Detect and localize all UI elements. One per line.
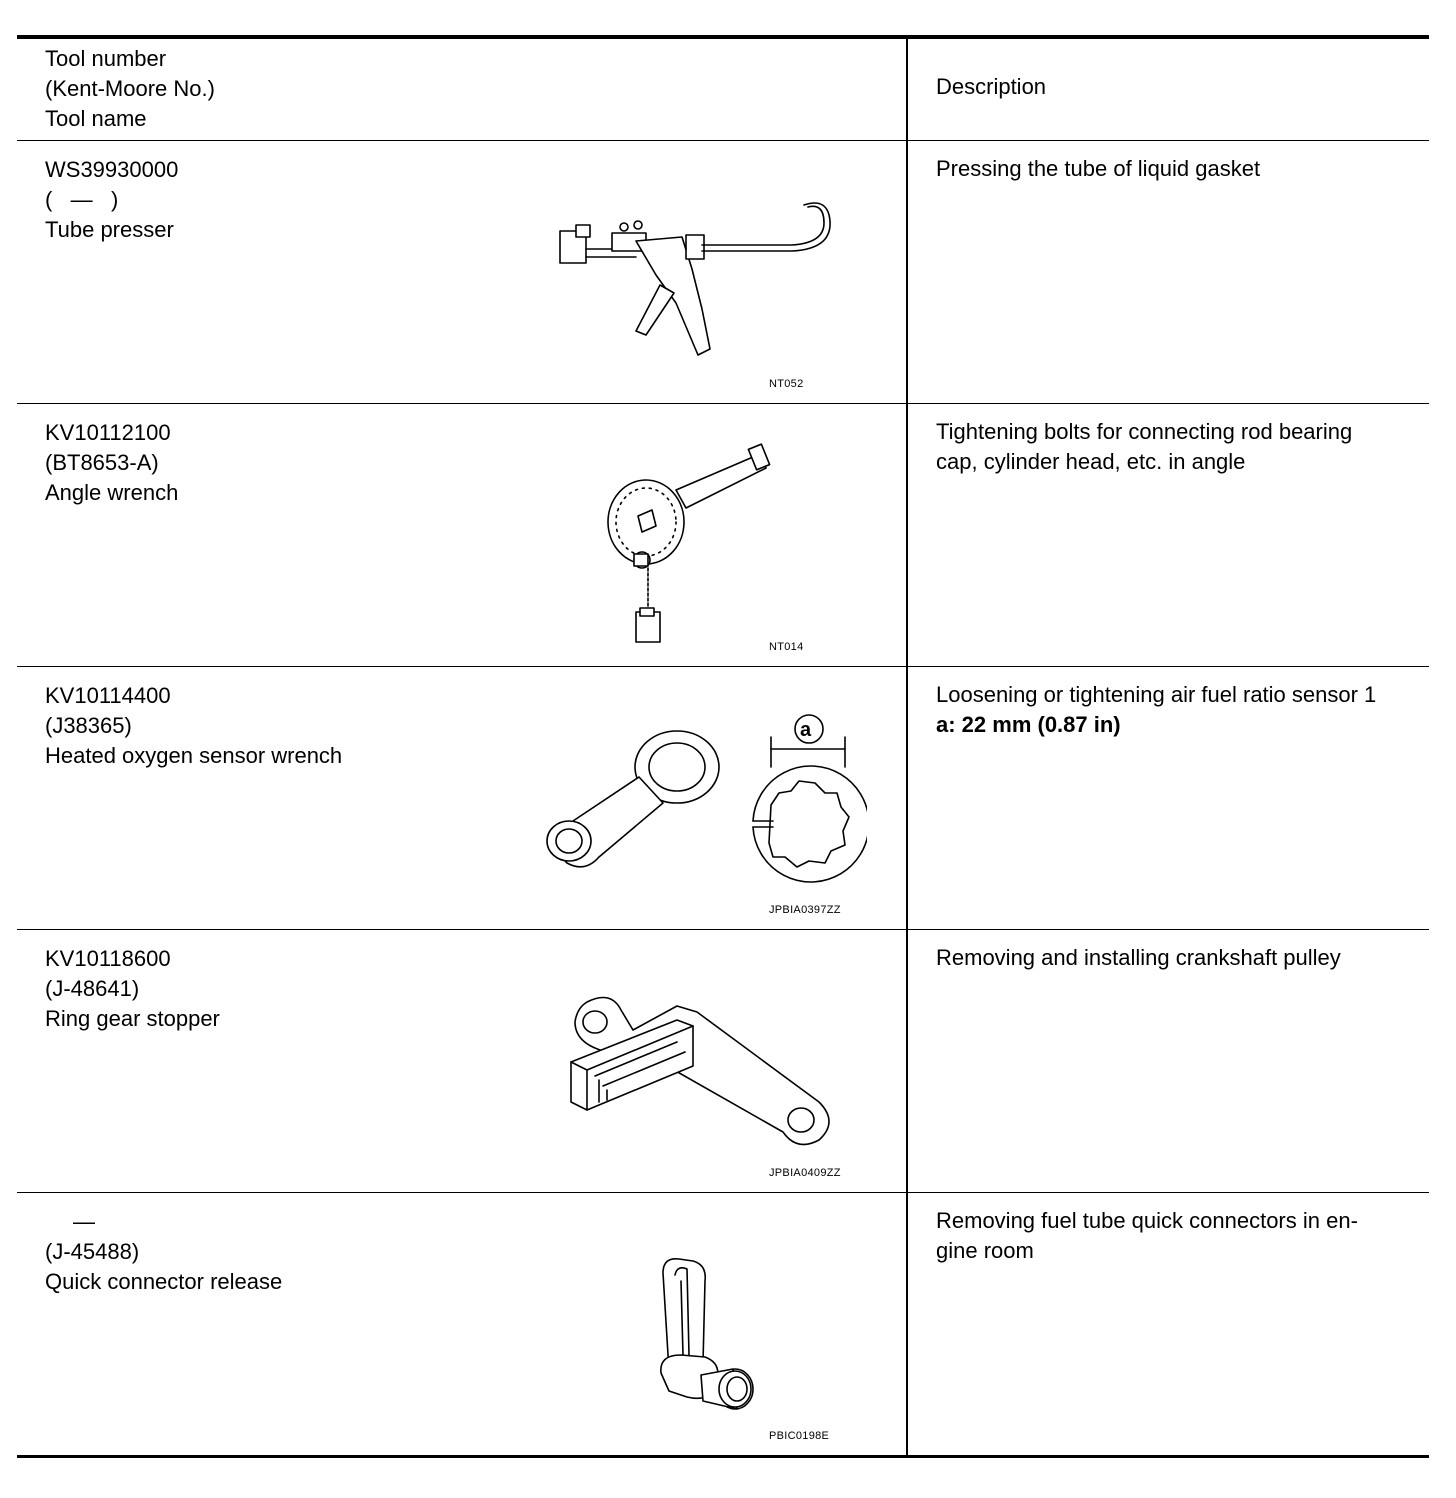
- header-description-cell: Description: [907, 35, 1429, 141]
- tool-number: KV10112100: [45, 420, 171, 445]
- image-code: JPBIA0397ZZ: [769, 904, 841, 916]
- tube-presser-icon: [559, 202, 831, 356]
- description-line: Loosening or tightening air fuel ratio s…: [936, 682, 1377, 707]
- table-row: — (J-45488) Quick connector release PBIC…: [17, 1192, 1429, 1458]
- header-description: Description: [936, 74, 1047, 99]
- description-line: Removing and installing crankshaft pulle…: [936, 945, 1341, 970]
- tool-number: KV10114400: [45, 683, 171, 708]
- description-cell: Loosening or tightening air fuel ratio s…: [907, 666, 1429, 930]
- image-code: NT014: [769, 641, 804, 653]
- kent-moore-number: (J-45488): [45, 1239, 140, 1264]
- description-cell: Removing fuel tube quick connectors in e…: [907, 1192, 1429, 1458]
- kent-moore-number: ( — ): [45, 187, 119, 212]
- tool-name: Angle wrench: [45, 480, 179, 505]
- quick-connector-release-icon: [660, 1257, 754, 1410]
- tool-name: Quick connector release: [45, 1269, 283, 1294]
- angle-wrench-icon: [607, 443, 771, 643]
- header-tool-cell: Tool number (Kent-Moore No.) Tool name: [17, 35, 908, 141]
- image-code: NT052: [769, 378, 804, 390]
- description-line: gine room: [936, 1238, 1034, 1263]
- header-tool-number: Tool number: [45, 46, 167, 71]
- tool-name: Ring gear stopper: [45, 1006, 220, 1031]
- description-cell: Removing and installing crankshaft pulle…: [907, 929, 1429, 1193]
- tool-name: Heated oxygen sensor wrench: [45, 743, 343, 768]
- special-service-tools-table: Tool number (Kent-Moore No.) Tool name D…: [17, 35, 1429, 1458]
- tool-cell: — (J-45488) Quick connector release PBIC…: [17, 1192, 908, 1458]
- description-cell: Pressing the tube of liquid gasket: [907, 140, 1429, 404]
- ring-gear-stopper-icon: [570, 996, 830, 1146]
- kent-moore-number: (BT8653-A): [45, 450, 159, 475]
- description-line: Pressing the tube of liquid gasket: [936, 156, 1261, 181]
- table-row: KV10118600 (J-48641) Ring gear stopper J…: [17, 929, 1429, 1193]
- tool-number: KV10118600: [45, 946, 171, 971]
- table-row: WS39930000 ( — ) Tube presser NT052: [17, 140, 1429, 404]
- description-line: Removing fuel tube quick connectors in e…: [936, 1208, 1358, 1233]
- tool-cell: KV10118600 (J-48641) Ring gear stopper J…: [17, 929, 908, 1193]
- table-row: KV10114400 (J38365) Heated oxygen sensor…: [17, 666, 1429, 930]
- tool-number: WS39930000: [45, 157, 179, 182]
- kent-moore-number: (J38365): [45, 713, 132, 738]
- table-header-row: Tool number (Kent-Moore No.) Tool name D…: [17, 35, 1429, 141]
- description-cell: Tightening bolts for connecting rod bear…: [907, 403, 1429, 667]
- description-spec: a: 22 mm (0.87 in): [936, 712, 1121, 737]
- tool-number: —: [73, 1209, 95, 1234]
- tool-cell: KV10114400 (J38365) Heated oxygen sensor…: [17, 666, 908, 930]
- header-tool-name: Tool name: [45, 106, 147, 131]
- image-code: JPBIA0409ZZ: [769, 1167, 841, 1179]
- kent-moore-number: (J-48641): [45, 976, 140, 1001]
- oxygen-sensor-wrench-icon: a: [546, 714, 867, 883]
- header-kent-moore: (Kent-Moore No.): [45, 76, 215, 101]
- table-row: KV10112100 (BT8653-A) Angle wrench NT014…: [17, 403, 1429, 667]
- tool-cell: KV10112100 (BT8653-A) Angle wrench NT014: [17, 403, 908, 667]
- image-code: PBIC0198E: [769, 1430, 830, 1442]
- tool-name: Tube presser: [45, 217, 174, 242]
- callout-a-label: a: [800, 719, 812, 741]
- tool-cell: WS39930000 ( — ) Tube presser NT052: [17, 140, 908, 404]
- description-line: cap, cylinder head, etc. in angle: [936, 449, 1246, 474]
- description-line: Tightening bolts for connecting rod bear…: [936, 419, 1353, 444]
